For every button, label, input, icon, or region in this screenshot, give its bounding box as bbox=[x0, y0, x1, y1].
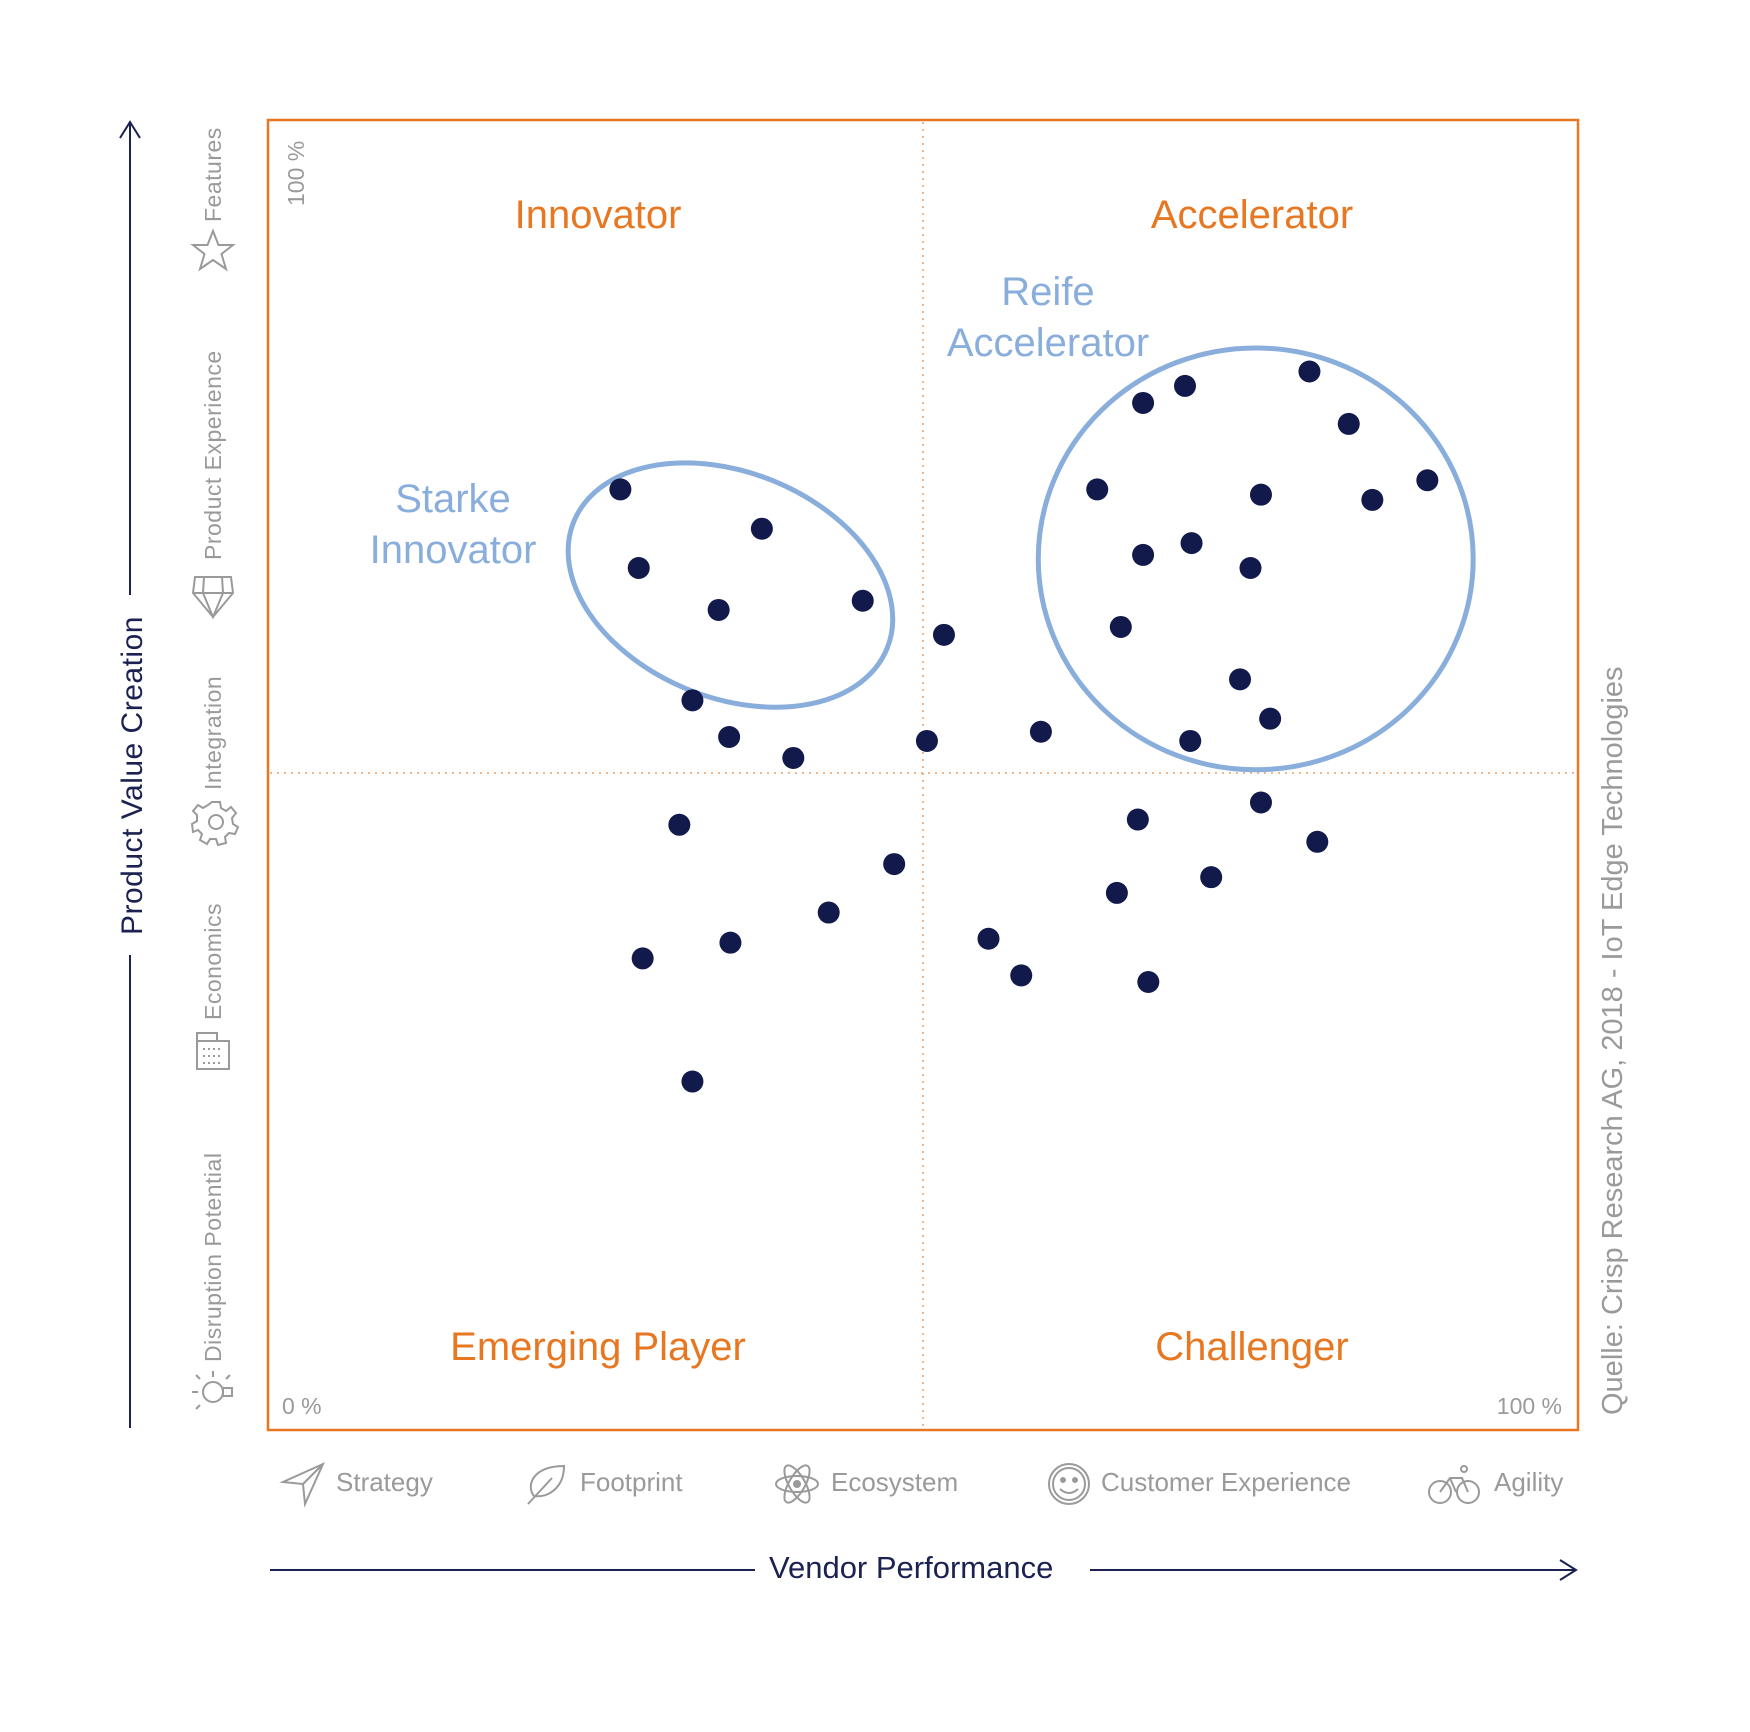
data-point-32 bbox=[1361, 488, 1384, 511]
lightbulb-icon bbox=[192, 1371, 233, 1410]
cluster-label-2-line-1: Reife bbox=[1001, 270, 1094, 314]
data-point-10 bbox=[915, 729, 938, 752]
data-point-8 bbox=[718, 726, 741, 749]
corner-label-bottom-right: 100 % bbox=[1497, 1393, 1562, 1419]
quadrant-label-emerging-player: Emerging Player bbox=[450, 1325, 746, 1369]
cluster-ellipse-2 bbox=[1035, 345, 1476, 773]
data-point-18 bbox=[977, 927, 1000, 950]
data-point-20 bbox=[1126, 808, 1149, 831]
paper-plane-icon bbox=[279, 1462, 325, 1508]
data-point-39 bbox=[1259, 707, 1282, 730]
data-point-37 bbox=[1109, 615, 1132, 638]
corner-label-top-left: 100 % bbox=[283, 141, 309, 206]
data-point-1 bbox=[609, 478, 632, 501]
data-point-9 bbox=[782, 746, 805, 769]
data-point-6 bbox=[932, 623, 955, 646]
data-point-36 bbox=[1239, 557, 1262, 580]
data-point-12 bbox=[668, 813, 691, 836]
x-axis-arrowhead bbox=[1559, 1559, 1578, 1581]
x-category-agility: Agility bbox=[1494, 1467, 1564, 1497]
y-category-integration: Integration bbox=[200, 675, 226, 790]
x-axis-title: Vendor Performance bbox=[755, 1550, 1068, 1586]
data-point-26 bbox=[1132, 391, 1155, 414]
data-point-4 bbox=[707, 598, 730, 621]
data-point-30 bbox=[1086, 478, 1109, 501]
y-axis-title: Product Value Creation bbox=[116, 615, 149, 935]
cluster-label-1-line-1: Starke bbox=[395, 477, 511, 521]
corner-label-bottom-left: 0 % bbox=[282, 1393, 322, 1419]
y-category-economics: Economics bbox=[200, 903, 226, 1020]
data-point-38 bbox=[1229, 668, 1252, 691]
data-point-15 bbox=[719, 931, 742, 954]
data-point-19 bbox=[1010, 964, 1033, 987]
data-point-22 bbox=[1306, 830, 1329, 853]
data-point-35 bbox=[1180, 532, 1203, 555]
quadrant-label-innovator: Innovator bbox=[515, 193, 682, 237]
data-point-7 bbox=[681, 689, 704, 712]
smiley-icon bbox=[1048, 1463, 1090, 1505]
source-note: Quelle: Crisp Research AG, 2018 - IoT Ed… bbox=[1597, 666, 1629, 1415]
x-category-footprint: Footprint bbox=[580, 1467, 683, 1497]
data-point-21 bbox=[1249, 791, 1272, 814]
data-point-28 bbox=[1298, 360, 1321, 383]
data-point-17 bbox=[681, 1070, 704, 1093]
data-point-27 bbox=[1174, 374, 1196, 397]
data-point-31 bbox=[1249, 483, 1272, 506]
bicycle-icon bbox=[1428, 1465, 1480, 1504]
data-point-23 bbox=[1200, 866, 1223, 889]
cluster-label-2-line-2: Accelerator bbox=[947, 321, 1149, 365]
y-category-product-experience: Product Experience bbox=[200, 350, 226, 560]
cluster-ellipse-1 bbox=[565, 460, 896, 710]
atom-icon bbox=[775, 1464, 819, 1504]
building-icon bbox=[196, 1032, 230, 1070]
data-point-13 bbox=[883, 853, 906, 876]
data-point-33 bbox=[1416, 469, 1439, 492]
data-point-24 bbox=[1105, 881, 1128, 904]
data-point-40 bbox=[1179, 729, 1202, 752]
y-category-disruption-potential: Disruption Potential bbox=[200, 1152, 226, 1362]
data-point-2 bbox=[750, 517, 773, 540]
data-point-25 bbox=[1137, 970, 1160, 993]
data-point-11 bbox=[1029, 720, 1052, 743]
x-category-customer-experience: Customer Experience bbox=[1101, 1467, 1351, 1497]
y-axis-arrowhead bbox=[119, 120, 141, 139]
x-category-ecosystem: Ecosystem bbox=[831, 1467, 959, 1497]
data-point-29 bbox=[1337, 412, 1360, 435]
x-category-strategy: Strategy bbox=[336, 1467, 433, 1497]
diamond-icon bbox=[191, 576, 235, 620]
quadrant-label-accelerator: Accelerator bbox=[1151, 193, 1353, 237]
gear-icon bbox=[190, 801, 240, 847]
quadrant-label-challenger: Challenger bbox=[1155, 1325, 1348, 1369]
leaf-icon bbox=[527, 1464, 566, 1505]
data-point-34 bbox=[1132, 543, 1155, 566]
data-point-3 bbox=[627, 557, 650, 580]
data-point-5 bbox=[851, 589, 874, 612]
y-category-features: Features bbox=[200, 127, 226, 222]
cluster-label-1-line-2: Innovator bbox=[370, 528, 537, 572]
data-point-14 bbox=[817, 901, 840, 924]
data-point-16 bbox=[631, 947, 654, 970]
plot-frame bbox=[266, 118, 1580, 1432]
star-icon bbox=[190, 228, 236, 272]
